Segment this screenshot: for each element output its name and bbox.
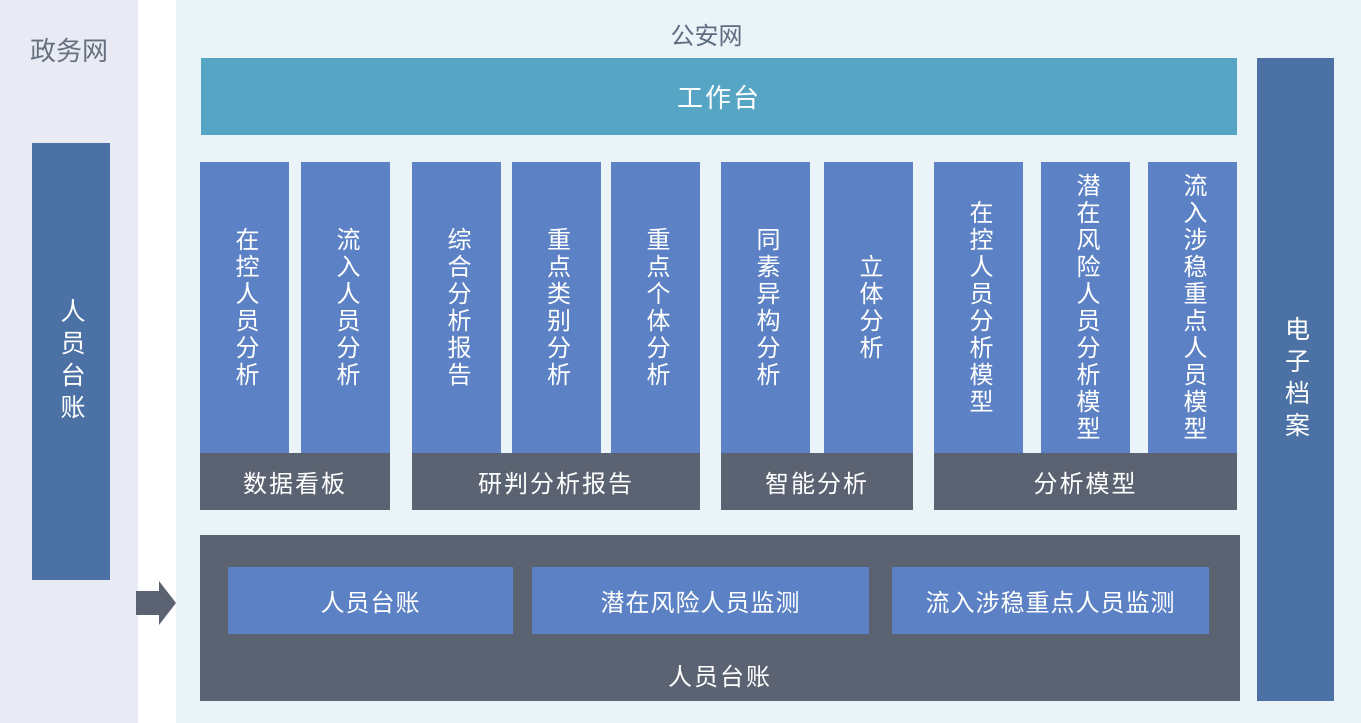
bar-label: 在控人员分析模型 xyxy=(965,199,992,416)
public-security-network-panel: 公安网 工作台 在控人员分析 流入人员分析 数据看板 综合分析报告 xyxy=(176,0,1361,723)
button-personnel-ledger: 人员台账 xyxy=(228,567,513,634)
bar-key-individual-analysis: 重点个体分析 xyxy=(611,162,700,453)
government-network-title: 政务网 xyxy=(29,36,108,66)
bar-label: 潜在风险人员分析模型 xyxy=(1072,172,1099,443)
group-label-analysis-report: 研判分析报告 xyxy=(412,453,700,510)
workbench-label: 工作台 xyxy=(676,83,761,113)
bar-stereo-analysis: 立体分析 xyxy=(824,162,913,453)
bar-inflow-personnel-analysis: 流入人员分析 xyxy=(301,162,390,453)
public-security-network-title: 公安网 xyxy=(670,23,743,50)
group-analysis-report: 综合分析报告 重点类别分析 重点个体分析 研判分析报告 xyxy=(412,162,700,510)
bar-label: 综合分析报告 xyxy=(443,226,470,389)
bar-potential-risk-personnel-analysis-model: 潜在风险人员分析模型 xyxy=(1041,162,1130,453)
group-analysis-models-bars: 在控人员分析模型 潜在风险人员分析模型 流入涉稳重点人员模型 xyxy=(934,162,1237,453)
bar-label: 在控人员分析 xyxy=(231,226,258,389)
group-label-analysis-models: 分析模型 xyxy=(934,453,1237,510)
group-label-data-dashboard: 数据看板 xyxy=(200,453,390,510)
electronic-archive-bar-label: 电子档案 xyxy=(1281,315,1310,444)
bar-label: 立体分析 xyxy=(855,253,882,362)
personnel-ledger-side-bar: 人员台账 xyxy=(32,143,110,580)
bar-key-category-analysis: 重点类别分析 xyxy=(511,162,601,453)
bar-label: 重点个体分析 xyxy=(642,226,669,389)
group-intelligent-analysis: 同素异构分析 立体分析 智能分析 xyxy=(721,162,913,510)
group-data-dashboard-bars: 在控人员分析 流入人员分析 xyxy=(200,162,390,453)
group-data-dashboard: 在控人员分析 流入人员分析 数据看板 xyxy=(200,162,390,510)
arrow-head xyxy=(159,581,176,625)
bar-label: 同素异构分析 xyxy=(752,226,779,389)
button-inflow-key-personnel-monitoring: 流入涉稳重点人员监测 xyxy=(892,567,1209,634)
bar-controlled-personnel-analysis: 在控人员分析 xyxy=(200,162,289,453)
bar-label: 重点类别分析 xyxy=(542,226,570,389)
bar-isomer-analysis: 同素异构分析 xyxy=(721,162,810,453)
personnel-ledger-box-label: 人员台账 xyxy=(668,664,772,691)
electronic-archive-bar: 电子档案 xyxy=(1257,58,1334,701)
personnel-ledger-box: 人员台账 潜在风险人员监测 流入涉稳重点人员监测 人员台账 xyxy=(200,535,1240,701)
bar-label: 流入人员分析 xyxy=(332,226,359,389)
bar-controlled-personnel-analysis-model: 在控人员分析模型 xyxy=(934,162,1023,453)
arrow-stem xyxy=(136,591,159,615)
personnel-ledger-side-bar-label: 人员台账 xyxy=(57,297,85,426)
group-analysis-models: 在控人员分析模型 潜在风险人员分析模型 流入涉稳重点人员模型 分析模型 xyxy=(934,162,1237,510)
bar-comprehensive-analysis-report: 综合分析报告 xyxy=(412,162,501,453)
bar-inflow-key-personnel-model: 流入涉稳重点人员模型 xyxy=(1148,162,1237,453)
button-potential-risk-personnel-monitoring: 潜在风险人员监测 xyxy=(532,567,869,634)
group-label-intelligent-analysis: 智能分析 xyxy=(721,453,913,510)
bar-label: 流入涉稳重点人员模型 xyxy=(1179,172,1206,443)
workbench-bar: 工作台 xyxy=(201,58,1237,135)
group-intelligent-analysis-bars: 同素异构分析 立体分析 xyxy=(721,162,913,453)
right-arrow-icon xyxy=(136,581,176,625)
government-network-panel: 政务网 人员台账 xyxy=(0,0,138,723)
group-analysis-report-bars: 综合分析报告 重点类别分析 重点个体分析 xyxy=(412,162,700,453)
